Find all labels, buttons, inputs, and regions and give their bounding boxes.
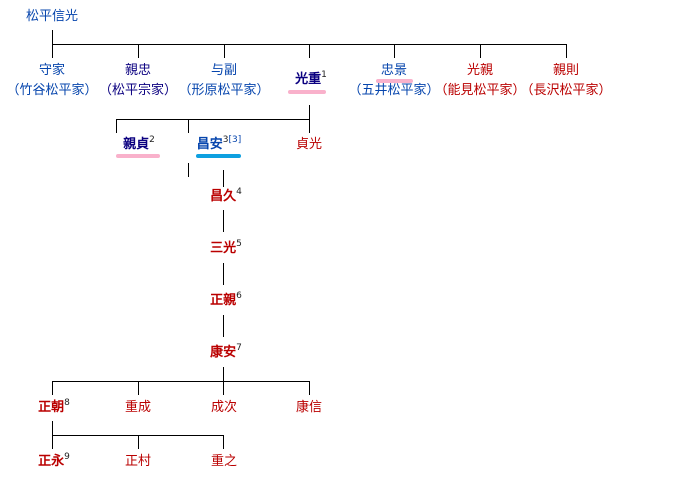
person-masayasu[interactable]: 昌安3[3] bbox=[196, 135, 242, 153]
house-name: （能見松平家） bbox=[434, 83, 526, 98]
person-chikanori[interactable]: 親則 （長沢松平家） bbox=[520, 63, 611, 99]
person-mitsumitsu[interactable]: 三光5 bbox=[210, 239, 242, 257]
person-mitsuchika[interactable]: 光親 （能見松平家） bbox=[434, 63, 525, 99]
person-name[interactable]: 光重 bbox=[295, 72, 322, 87]
person-name[interactable]: 忠景 bbox=[380, 63, 408, 78]
generation-number: 3 bbox=[222, 135, 229, 145]
generation-number: 9 bbox=[64, 452, 70, 462]
connector bbox=[52, 30, 53, 44]
connector bbox=[52, 381, 310, 382]
generation-number: 4 bbox=[236, 187, 242, 197]
person-tomosuke[interactable]: 与副 （形原松平家） bbox=[178, 63, 269, 99]
person-tadakage[interactable]: 忠景 （五井松平家） bbox=[348, 63, 439, 99]
person-chikatada[interactable]: 親忠 （松平宗家） bbox=[99, 63, 177, 99]
house-name: （竹谷松平家） bbox=[6, 83, 98, 98]
connector bbox=[223, 435, 224, 449]
person-shigenari[interactable]: 重成 bbox=[124, 400, 152, 415]
house-name: （松平宗家） bbox=[98, 83, 178, 98]
person-name[interactable]: 正永 bbox=[38, 454, 65, 469]
person-naritsugu[interactable]: 成次 bbox=[210, 400, 238, 415]
connector bbox=[394, 44, 395, 58]
person-name[interactable]: 昌久 bbox=[210, 189, 237, 204]
highlight-underline bbox=[196, 154, 241, 158]
person-masamura[interactable]: 正村 bbox=[124, 454, 152, 469]
generation-number: 2 bbox=[149, 135, 155, 145]
person-shigeyuki[interactable]: 重之 bbox=[210, 454, 238, 469]
house-name: （形原松平家） bbox=[178, 83, 270, 98]
connector bbox=[480, 44, 481, 58]
highlight-underline bbox=[288, 90, 326, 94]
connector bbox=[116, 119, 310, 120]
connector bbox=[52, 381, 53, 395]
connector bbox=[138, 381, 139, 395]
connector bbox=[188, 163, 189, 177]
person-name[interactable]: 親貞 bbox=[123, 137, 150, 152]
connector bbox=[52, 44, 53, 58]
connector bbox=[566, 44, 567, 58]
connector bbox=[223, 315, 224, 337]
house-name: （長沢松平家） bbox=[520, 83, 612, 98]
person-masahisa[interactable]: 昌久4 bbox=[210, 187, 242, 205]
person-sadamitsu[interactable]: 貞光 bbox=[295, 137, 323, 152]
connector bbox=[138, 44, 139, 58]
person-name[interactable]: 親忠 bbox=[124, 63, 152, 78]
connector bbox=[138, 435, 139, 449]
person-name[interactable]: 正親 bbox=[210, 293, 237, 308]
person-name[interactable]: 正朝 bbox=[38, 400, 65, 415]
connector bbox=[309, 381, 310, 395]
highlight-underline bbox=[376, 79, 413, 83]
generation-number: 1 bbox=[321, 70, 327, 80]
person-masachika[interactable]: 正親6 bbox=[210, 291, 242, 309]
person-name[interactable]: 光親 bbox=[466, 63, 494, 78]
generation-number: 6 bbox=[236, 291, 242, 301]
reference-link[interactable]: [3] bbox=[228, 135, 242, 145]
house-name: （五井松平家） bbox=[348, 83, 440, 98]
connector bbox=[223, 263, 224, 285]
connector bbox=[309, 44, 310, 58]
person-name[interactable]: 与副 bbox=[210, 63, 238, 78]
connector bbox=[223, 210, 224, 232]
connector bbox=[224, 44, 225, 58]
person-masanaga[interactable]: 正永9 bbox=[38, 452, 70, 470]
generation-number: 7 bbox=[236, 343, 242, 353]
person-name[interactable]: 昌安 bbox=[196, 137, 223, 152]
person-name[interactable]: 親則 bbox=[552, 63, 580, 78]
connector bbox=[188, 119, 189, 133]
connector bbox=[223, 170, 224, 187]
person-name[interactable]: 守家 bbox=[38, 63, 66, 78]
person-name[interactable]: 康安 bbox=[210, 345, 237, 360]
person-name[interactable]: 三光 bbox=[210, 241, 237, 256]
person-moriie[interactable]: 守家 （竹谷松平家） bbox=[6, 63, 97, 99]
generation-number: 5 bbox=[236, 239, 242, 249]
person-yasuyasu[interactable]: 康安7 bbox=[210, 343, 242, 361]
person-root[interactable]: 松平信光 bbox=[25, 9, 79, 24]
highlight-underline bbox=[116, 154, 160, 158]
person-masatomo[interactable]: 正朝8 bbox=[38, 398, 70, 416]
connector bbox=[116, 119, 117, 133]
person-mitsushige[interactable]: 光重1 bbox=[295, 70, 327, 88]
person-yasunobu[interactable]: 康信 bbox=[295, 400, 323, 415]
person-chikasada[interactable]: 親貞2 bbox=[123, 135, 155, 153]
generation-number: 8 bbox=[64, 398, 70, 408]
